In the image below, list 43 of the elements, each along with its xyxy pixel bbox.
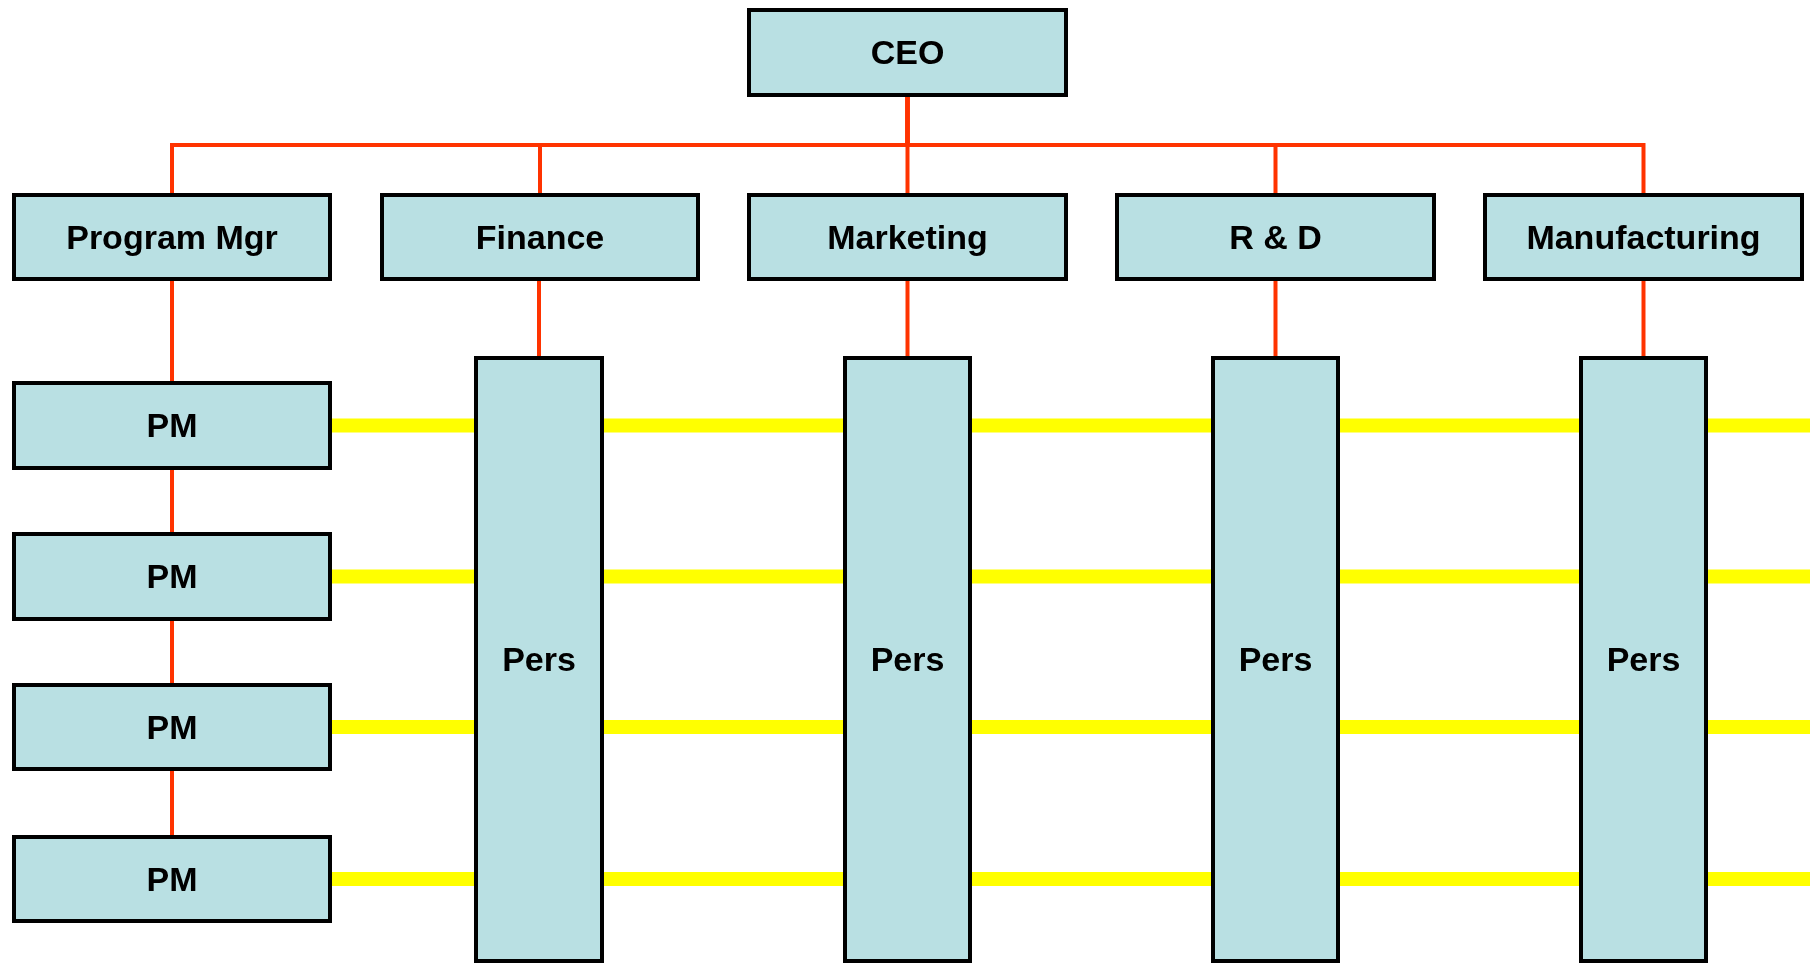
- matrix-line: [604, 418, 843, 433]
- reporting-line: [537, 281, 541, 356]
- matrix-line: [332, 569, 474, 584]
- program-manager-box: PM: [12, 835, 332, 923]
- matrix-line: [332, 418, 474, 433]
- matrix-line: [1340, 872, 1579, 886]
- matrix-line: [1340, 418, 1579, 433]
- department-box: Finance: [380, 193, 700, 281]
- personnel-box: Pers: [1211, 356, 1340, 963]
- program-manager-box: PM: [12, 532, 332, 621]
- reporting-line: [1641, 281, 1646, 356]
- department-box: Marketing: [747, 193, 1068, 281]
- matrix-line: [604, 872, 843, 886]
- matrix-line: [332, 720, 474, 734]
- program-manager-box: PM: [12, 381, 332, 470]
- reporting-line: [170, 621, 174, 683]
- matrix-line: [1708, 720, 1810, 734]
- matrix-line: [972, 872, 1211, 886]
- matrix-line: [1708, 872, 1810, 886]
- reporting-line: [905, 281, 910, 356]
- personnel-box: Pers: [843, 356, 972, 963]
- department-box: Program Mgr: [12, 193, 332, 281]
- matrix-line: [1340, 720, 1579, 734]
- reporting-line: [170, 771, 174, 835]
- matrix-line: [604, 569, 843, 584]
- reporting-line: [170, 470, 174, 532]
- department-box: Manufacturing: [1483, 193, 1804, 281]
- matrix-line: [972, 569, 1211, 584]
- department-box: R & D: [1115, 193, 1436, 281]
- matrix-line: [972, 720, 1211, 734]
- personnel-box: Pers: [474, 356, 604, 963]
- personnel-box: Pers: [1579, 356, 1708, 963]
- matrix-line: [1708, 569, 1810, 584]
- reporting-line: [905, 97, 1646, 193]
- matrix-line: [1708, 418, 1810, 433]
- matrix-line: [332, 872, 474, 886]
- reporting-line: [1273, 281, 1278, 356]
- program-manager-box: PM: [12, 683, 332, 771]
- ceo-box: CEO: [747, 8, 1068, 97]
- matrix-line: [972, 418, 1211, 433]
- reporting-line: [170, 281, 174, 381]
- matrix-line: [1340, 569, 1579, 584]
- matrix-line: [604, 720, 843, 734]
